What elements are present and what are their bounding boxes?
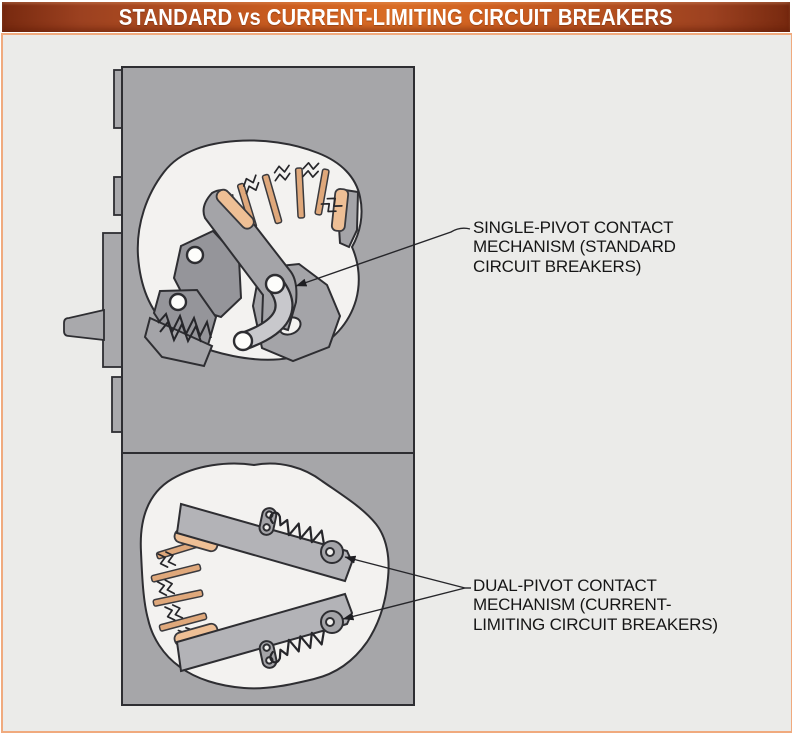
label-line: DUAL-PIVOT CONTACT	[473, 576, 657, 595]
label-line: MECHANISM (STANDARD	[473, 237, 676, 257]
serration	[159, 319, 202, 344]
current-limiting-breaker	[121, 452, 415, 706]
lower-contact-arm	[173, 592, 354, 673]
figure-title-bar: STANDARD vs CURRENT-LIMITING CIRCUIT BRE…	[2, 2, 790, 32]
single-pivot-pin	[264, 273, 286, 295]
label-line: SINGLE-PIVOT CONTACT	[473, 218, 674, 237]
pivot-pin	[168, 292, 188, 312]
label-line: MECHANISM (CURRENT-	[473, 595, 672, 615]
blow-apart-spring	[269, 630, 325, 664]
arm-bar	[175, 502, 354, 583]
dual-pivot-leader-lower	[342, 587, 466, 621]
dual-pivot-label: DUAL-PIVOT CONTACT MECHANISM (CURRENT- L…	[473, 576, 718, 634]
figure-title: STANDARD vs CURRENT-LIMITING CIRCUIT BRE…	[118, 3, 674, 30]
breaker-handle	[63, 308, 105, 342]
pivot-pin	[185, 245, 205, 265]
label-line: LIMITING CIRCUIT BREAKERS)	[473, 614, 718, 634]
moving-contact-pad	[215, 188, 255, 230]
blow-apart-spring	[269, 511, 325, 545]
handle-mount	[102, 232, 124, 368]
dual-pivot-leader-upper	[344, 555, 466, 589]
single-pivot-label: SINGLE-PIVOT CONTACT MECHANISM (STANDARD…	[473, 218, 676, 276]
label-line: CIRCUIT BREAKERS)	[473, 256, 642, 276]
standard-breaker	[63, 66, 415, 454]
leader-lines	[295, 227, 471, 621]
arm-bar	[175, 592, 354, 673]
single-pivot-leader	[295, 227, 471, 287]
upper-contact-arm	[173, 502, 354, 583]
pivot-pin	[232, 330, 254, 352]
fixed-contact-pad	[330, 188, 350, 232]
